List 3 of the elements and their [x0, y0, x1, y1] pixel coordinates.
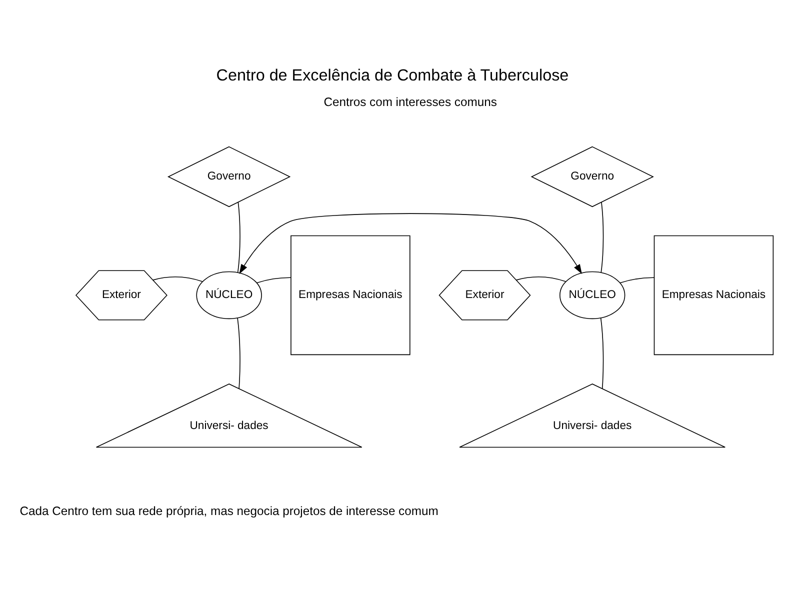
label: Centros com interesses comuns — [324, 94, 497, 109]
caption: Cada Centro tem sua rede própria, mas negocia projetos de interesse comum — [20, 504, 438, 518]
diagram-title: Centro de Excelência de Combate à Tuberculose — [216, 66, 569, 84]
